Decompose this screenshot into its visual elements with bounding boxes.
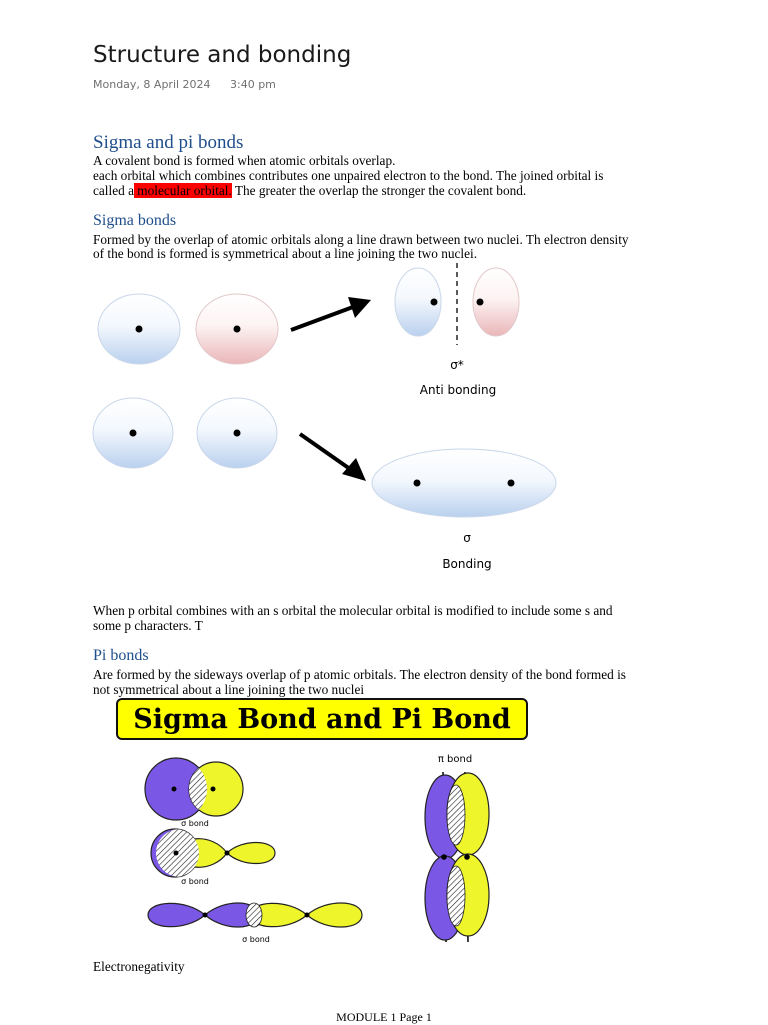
nucleus-dot: [202, 912, 208, 918]
para-line: some p characters. T: [93, 618, 203, 633]
bonding-orbital: [371, 448, 557, 518]
sigma-pi-banner: Sigma Bond and Pi Bond: [116, 698, 528, 740]
highlighted-term: molecular orbital.: [133, 183, 232, 198]
nucleus-dot: [135, 325, 143, 333]
para-line: each orbital which combines contributes …: [93, 168, 604, 183]
antibonding-label: Anti bonding: [420, 383, 496, 397]
sigma-bond-label: σ bond: [242, 935, 270, 944]
para-line: A covalent bond is formed when atomic or…: [93, 153, 396, 168]
antibonding-symbol: σ*: [450, 358, 464, 372]
pi-bond-label: π bond: [438, 754, 472, 765]
para-line: of the bond is formed is symmetrical abo…: [93, 246, 478, 261]
overlap-region: [446, 784, 466, 846]
para-line: called a molecular orbital. The greater …: [93, 183, 693, 198]
para-text: The greater the overlap the stronger the…: [231, 183, 527, 198]
heading-pi-bonds: Pi bonds: [93, 647, 149, 664]
nucleus-dot: [476, 298, 484, 306]
nucleus-dot: [224, 850, 230, 856]
page-footer: MODULE 1 Page 1: [336, 1010, 432, 1024]
sigma-bond-diagram: σ* Anti bonding σ Bonding: [92, 263, 557, 571]
sigma-bond-label: σ bond: [181, 877, 209, 886]
antibonding-lobe-blue: [394, 267, 442, 337]
nucleus-dot: [173, 850, 179, 856]
bonding-symbol: σ: [463, 531, 471, 545]
page-title: Structure and bonding: [93, 42, 352, 68]
nucleus-dot: [210, 786, 216, 792]
nucleus-dot: [413, 479, 421, 487]
bonding-label: Bonding: [442, 557, 491, 571]
nucleus-dot: [507, 479, 515, 487]
sigma-pi-orbital-diagram: σ bond σ bond σ bond π bond: [144, 754, 490, 944]
nucleus-dot: [304, 912, 310, 918]
para-line: When p orbital combines with an s orbita…: [93, 603, 613, 618]
sigma-bond-label: σ bond: [181, 819, 209, 828]
para-text: called a: [93, 183, 134, 198]
para-line: not symmetrical about a line joining the…: [93, 682, 365, 697]
para-line: Are formed by the sideways overlap of p …: [93, 667, 626, 682]
nucleus-dot: [129, 429, 137, 437]
heading-sigma-pi: Sigma and pi bonds: [93, 132, 244, 153]
nucleus-dot: [464, 854, 470, 860]
nucleus-dot: [430, 298, 438, 306]
arrow-icon: [290, 297, 371, 332]
para-electronegativity: Electronegativity: [93, 959, 185, 974]
date-text: Monday, 8 April 2024: [93, 78, 211, 91]
nucleus-dot: [441, 854, 447, 860]
time-text: 3:40 pm: [230, 78, 276, 91]
nucleus-dot: [171, 786, 177, 792]
para-line: Formed by the overlap of atomic orbitals…: [93, 232, 629, 247]
overlap-region: [446, 865, 466, 927]
nucleus-dot: [233, 429, 241, 437]
antibonding-lobe-red: [472, 267, 520, 337]
overlap-region: [245, 902, 263, 928]
nucleus-dot: [233, 325, 241, 333]
arrow-icon: [298, 432, 366, 481]
heading-sigma-bonds: Sigma bonds: [93, 212, 177, 229]
